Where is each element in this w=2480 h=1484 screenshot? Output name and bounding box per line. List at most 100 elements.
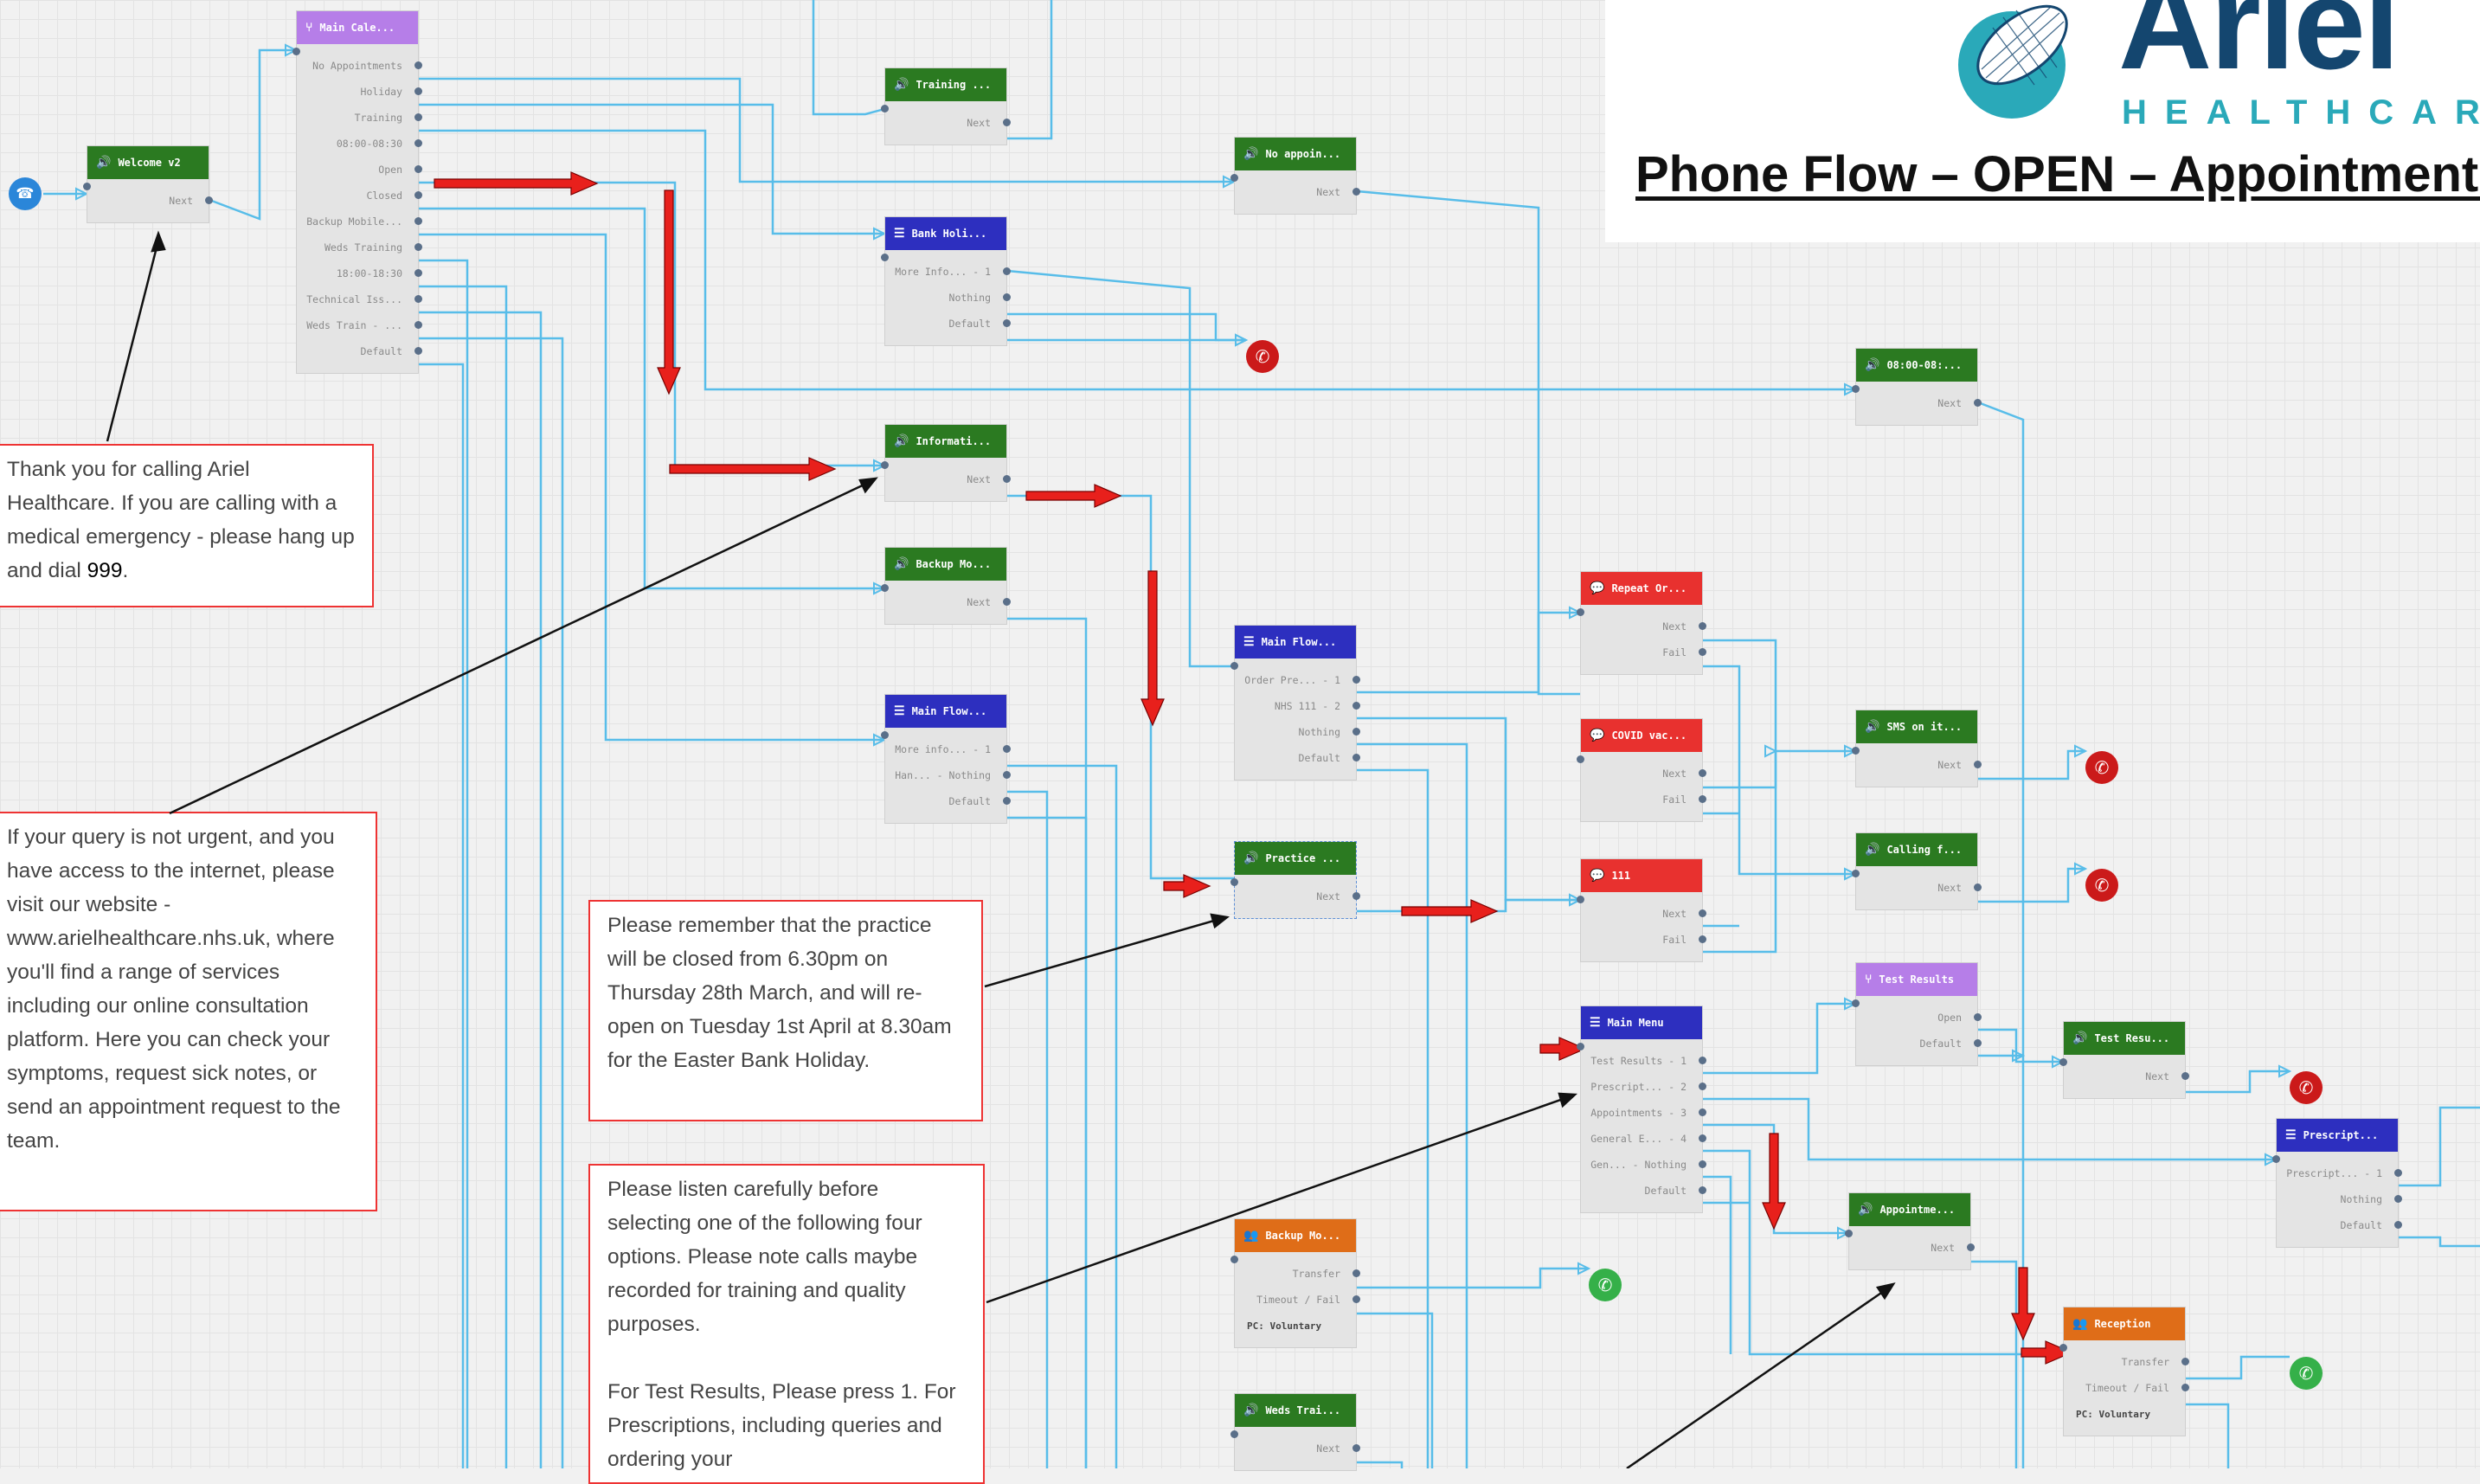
output-port[interactable]: Next <box>1235 1436 1360 1462</box>
input-port[interactable] <box>1577 608 1584 616</box>
output-port[interactable]: Gen... - Nothing <box>1581 1152 1706 1178</box>
output-port[interactable]: Next <box>1581 901 1706 927</box>
output-port[interactable]: Default <box>1235 745 1360 771</box>
input-port[interactable] <box>2272 1155 2280 1163</box>
node-header[interactable]: ☰Prescript... <box>2277 1119 2398 1152</box>
output-port[interactable]: Open <box>297 157 422 183</box>
output-port[interactable]: Default <box>885 788 1011 814</box>
node-header[interactable]: 🔊Backup Mo... <box>885 548 1006 581</box>
node-weds-training[interactable]: 🔊Weds Trai... Next <box>1230 1393 1360 1471</box>
output-port[interactable]: Appointments - 3 <box>1581 1100 1706 1126</box>
output-port[interactable]: General E... - 4 <box>1581 1126 1706 1152</box>
output-port[interactable]: Next <box>1581 614 1706 639</box>
node-header[interactable]: 🔊Appointme... <box>1849 1193 1970 1226</box>
output-port[interactable]: Prescript... - 2 <box>1581 1074 1706 1100</box>
node-header[interactable]: 🔊Training ... <box>885 68 1006 101</box>
output-port[interactable]: Default <box>2277 1212 2402 1238</box>
output-port[interactable]: More info... - 1 <box>885 736 1011 762</box>
output-port[interactable]: Next <box>885 589 1011 615</box>
input-port[interactable] <box>881 254 889 261</box>
call-transfer-icon[interactable]: ✆ <box>2290 1357 2323 1390</box>
hang-up-icon[interactable]: ✆ <box>2085 751 2118 784</box>
input-port[interactable] <box>1852 747 1860 755</box>
input-port[interactable] <box>881 105 889 112</box>
output-port[interactable]: Timeout / Fail <box>1235 1287 1360 1313</box>
output-port[interactable]: Transfer <box>2064 1349 2189 1375</box>
node-training[interactable]: 🔊Training ... Next <box>881 67 1011 145</box>
node-sms-on-its-way[interactable]: 🔊SMS on it...Next <box>1852 710 1982 787</box>
output-port[interactable]: Next <box>1581 761 1706 787</box>
node-header[interactable]: 🔊Welcome v2 <box>87 146 209 179</box>
node-header[interactable]: 🔊08:00-08:... <box>1856 349 1977 382</box>
node-practice[interactable]: 🔊Practice ... Next <box>1230 841 1360 919</box>
output-port[interactable]: 08:00-08:30 <box>297 131 422 157</box>
node-header[interactable]: ☰Main Flow... <box>885 695 1006 728</box>
output-port[interactable]: Next <box>87 188 213 214</box>
output-port[interactable]: NHS 111 - 2 <box>1235 693 1360 719</box>
output-port[interactable]: Default <box>297 338 422 364</box>
output-port[interactable]: Next <box>1849 1235 1975 1261</box>
input-port[interactable] <box>83 183 91 190</box>
output-port[interactable]: Next <box>2064 1063 2189 1089</box>
output-port[interactable]: Next <box>885 466 1011 492</box>
output-port[interactable]: Open <box>1856 1005 1982 1031</box>
output-port[interactable]: Fail <box>1581 927 1706 953</box>
node-header[interactable]: 🔊Weds Trai... <box>1235 1394 1356 1427</box>
node-header[interactable]: 👥Backup Mo... <box>1235 1219 1356 1252</box>
output-port[interactable]: Closed <box>297 183 422 209</box>
node-header[interactable]: 🔊Calling f... <box>1856 833 1977 866</box>
input-port[interactable] <box>1230 1430 1238 1438</box>
output-port[interactable]: Nothing <box>1235 719 1360 745</box>
output-port[interactable]: Default <box>1581 1178 1706 1204</box>
input-port[interactable] <box>2059 1344 2067 1352</box>
node-test-results-msg[interactable]: 🔊Test Resu...Next <box>2059 1021 2189 1099</box>
output-port[interactable]: Transfer <box>1235 1261 1360 1287</box>
node-header[interactable]: 🔊Practice ... <box>1235 842 1356 875</box>
output-port[interactable]: Backup Mobile... <box>297 209 422 234</box>
output-port[interactable]: No Appointments <box>297 53 422 79</box>
node-header[interactable]: ☰Main Flow... <box>1235 626 1356 658</box>
output-port[interactable]: Test Results - 1 <box>1581 1048 1706 1074</box>
output-port[interactable]: Next <box>1235 883 1360 909</box>
node-header[interactable]: 👥Reception <box>2064 1307 2185 1340</box>
output-port[interactable]: Default <box>1856 1031 1982 1057</box>
output-port[interactable]: Default <box>885 311 1011 337</box>
output-port[interactable]: Prescript... - 1 <box>2277 1160 2402 1186</box>
hang-up-icon[interactable]: ✆ <box>1246 340 1279 373</box>
node-appointments[interactable]: 🔊Appointme... Next <box>1845 1192 1975 1270</box>
output-port[interactable]: Technical Iss... <box>297 286 422 312</box>
output-port[interactable]: Fail <box>1581 787 1706 813</box>
output-port[interactable]: Next <box>885 110 1011 136</box>
call-transfer-icon[interactable]: ✆ <box>1589 1269 1622 1301</box>
output-port[interactable]: Weds Train - ... <box>297 312 422 338</box>
hang-up-icon[interactable]: ✆ <box>2085 869 2118 902</box>
node-backup-mobile[interactable]: 🔊Backup Mo... Next <box>881 547 1011 625</box>
output-port[interactable]: Order Pre... - 1 <box>1235 667 1360 693</box>
node-no-appointments[interactable]: 🔊No appoin...Next <box>1230 137 1360 215</box>
input-port[interactable] <box>1230 662 1238 670</box>
node-header[interactable]: ☰Bank Holi... <box>885 217 1006 250</box>
output-port[interactable]: Holiday <box>297 79 422 105</box>
node-header[interactable]: 💬COVID vac... <box>1581 719 1702 752</box>
output-port[interactable]: Weds Training <box>297 234 422 260</box>
node-header[interactable]: ⑂Main Cale... <box>297 11 418 44</box>
node-calling[interactable]: 🔊Calling f... Next <box>1852 832 1982 910</box>
output-port[interactable]: Nothing <box>2277 1186 2402 1212</box>
input-port[interactable] <box>1852 870 1860 877</box>
output-port[interactable]: Training <box>297 105 422 131</box>
node-header[interactable]: ☰Main Menu <box>1581 1006 1702 1039</box>
output-port[interactable]: Next <box>1235 179 1360 205</box>
input-port[interactable] <box>292 48 300 55</box>
node-header[interactable]: 💬111 <box>1581 859 1702 892</box>
node-slot-0800[interactable]: 🔊08:00-08:...Next <box>1852 348 1982 426</box>
output-port[interactable]: Next <box>1856 875 1982 901</box>
output-port[interactable]: 18:00-18:30 <box>297 260 422 286</box>
